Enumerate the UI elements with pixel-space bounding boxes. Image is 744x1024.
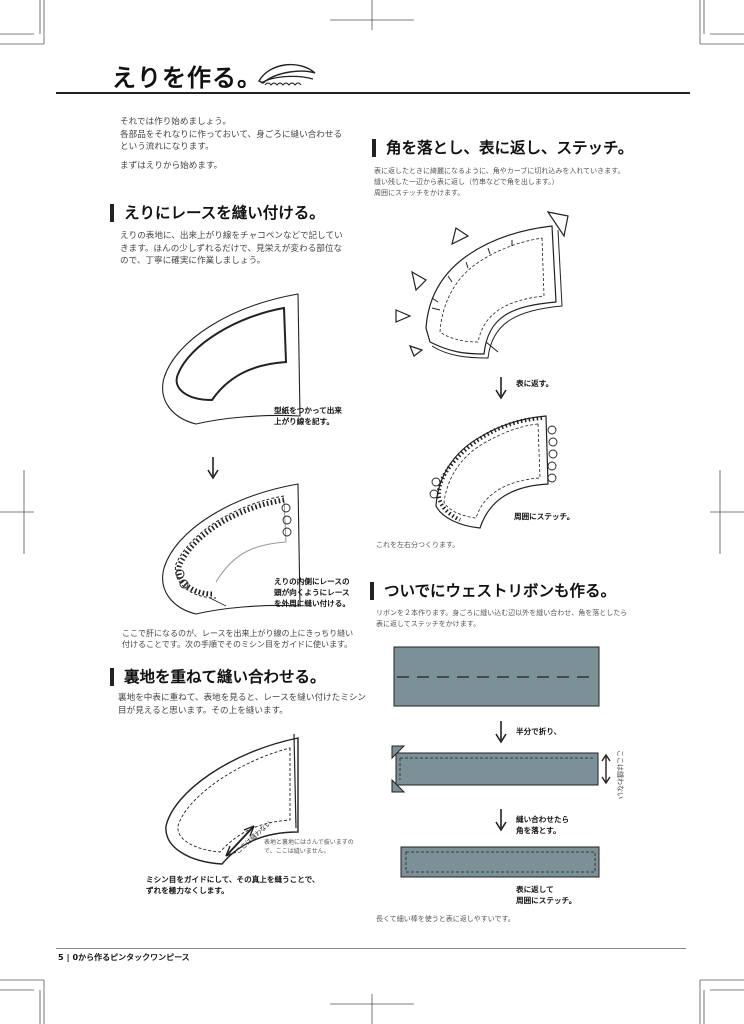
caption-stitch: 周囲にステッチ。: [514, 512, 575, 521]
title-rule: [56, 92, 690, 94]
ribbon-unfolded-diagram: [393, 646, 600, 707]
book-title: 0から作るピンタックワンピース: [72, 953, 190, 962]
intro-paragraph-2: まずはえりから始めます。: [120, 161, 223, 171]
caption-fold: 半分で折り、: [516, 727, 562, 736]
stitched-collar-diagram: [429, 415, 558, 529]
section-heading-corner: 角を落とし、表に返し、ステッチ。: [372, 139, 633, 157]
lining-side-note: 表地と裏地にはさんで抜いますの で、ここは縫いません。: [264, 839, 354, 855]
section-heading-ribbon: ついでにウェストリボンも作る。: [370, 582, 616, 600]
section-ribbon-note: 長くて細い棒を使うと表に返しやすいです。: [376, 915, 515, 923]
caption-turn: 表に返す。: [516, 379, 554, 388]
arrow-down-icon: [495, 809, 507, 832]
caption-lace: えりの内側にレースの 頭が向くようにレース を外周に縫い付ける。: [274, 577, 350, 608]
caption-pattern: 型紙をつかって出来 上がり線を記す。: [274, 406, 342, 426]
section-lace-note: ここで肝になるのが、レースを出来上がり線の上にきっちり縫い 付けることです。次の…: [122, 629, 354, 649]
section-lining-body: 裏地を中表に重ねて、表地を見ると、レースを縫い付けたミシン 目が見えると思います…: [118, 693, 367, 716]
collar-icon: [258, 63, 316, 86]
lace-sewn-diagram: [162, 483, 301, 615]
footer-rule: [56, 948, 686, 949]
collar-pattern-diagram: [162, 293, 301, 425]
ribbon-folded-diagram: [391, 745, 611, 793]
section-corner-note: これを左右分つくります。: [376, 541, 460, 549]
caption-ribbon-stitch: 表に返して 周囲にステッチ。: [516, 885, 577, 905]
page-footer: 5|0から作るピンタックワンピース: [58, 952, 190, 963]
section-heading-lace: えりにレースを縫い付ける。: [110, 204, 325, 222]
caption-sew: 縫い合わせたら 角を落とす。: [516, 815, 570, 835]
lining-sewing-diagram: ここは縫わない: [165, 733, 299, 865]
footer-separator: |: [66, 953, 70, 962]
arrow-down-icon: [495, 377, 507, 400]
ribbon-side-label-box: ここは縫わない: [616, 750, 625, 799]
arrow-down-icon: [495, 721, 507, 744]
ribbon-stitched-diagram: [400, 846, 600, 878]
double-arrow-icon: [601, 753, 611, 785]
page-title: えりを作る。: [112, 64, 262, 92]
section-lace-body: えりの表地に、出来上がり線をチャコペンなどで記してい きます。ほんの少しずれるだ…: [120, 231, 343, 266]
section-heading-lining: 裏地を重ねて縫い合わせる。: [110, 668, 326, 686]
corner-clipping-diagram: [395, 211, 569, 359]
caption-lining: ミシン目をガイドにして、その真上を縫うことで、 ずれを極力なくします。: [146, 875, 320, 895]
arrow-down-icon: [207, 457, 219, 480]
section-ribbon-body: リボンを２本作ります。身ごろに縫い込む辺以外を縫い合わせ、角を落としたら 表に返…: [376, 609, 628, 628]
intro-paragraph: それでは作り始めましょう。 各部品をそれなりに作っておいて、身ごろに縫い合わせる…: [120, 117, 343, 152]
page-number: 5: [58, 953, 64, 962]
ribbon-side-label: ここは縫わない: [616, 750, 625, 799]
section-corner-body: 表に返したときに綺麗になるように、角やカーブに切れ込みを入れていきます。 縫い残…: [374, 167, 625, 197]
